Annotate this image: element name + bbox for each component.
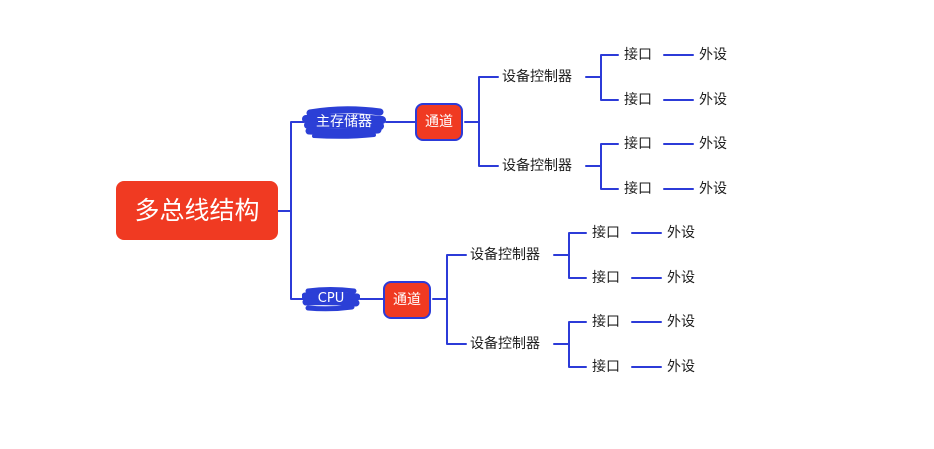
channel-node[interactable]: 通道 bbox=[415, 103, 463, 141]
device-controller[interactable]: 设备控制器 bbox=[502, 69, 572, 85]
peripheral-node[interactable]: 外设 bbox=[699, 136, 727, 152]
branch-label: CPU bbox=[317, 291, 345, 306]
channel-node[interactable]: 通道 bbox=[383, 281, 431, 319]
interface-node[interactable]: 接口 bbox=[624, 47, 652, 63]
device-controller[interactable]: 设备控制器 bbox=[502, 158, 572, 174]
peripheral-node[interactable]: 外设 bbox=[699, 47, 727, 63]
interface-node[interactable]: 接口 bbox=[592, 225, 620, 241]
interface-node[interactable]: 接口 bbox=[624, 181, 652, 197]
root-topic[interactable]: 多总线结构 bbox=[116, 181, 278, 240]
interface-node[interactable]: 接口 bbox=[592, 314, 620, 330]
interface-node[interactable]: 接口 bbox=[592, 359, 620, 375]
brush-stroke-highlight bbox=[302, 287, 360, 312]
peripheral-node[interactable]: 外设 bbox=[699, 92, 727, 108]
peripheral-node[interactable]: 外设 bbox=[667, 270, 695, 286]
peripheral-node[interactable]: 外设 bbox=[667, 314, 695, 330]
interface-node[interactable]: 接口 bbox=[592, 270, 620, 286]
branch-label: 主存储器 bbox=[316, 114, 372, 130]
device-controller[interactable]: 设备控制器 bbox=[470, 336, 540, 352]
interface-node[interactable]: 接口 bbox=[624, 136, 652, 152]
branch-main-memory[interactable]: 主存储器 bbox=[302, 102, 386, 142]
peripheral-node[interactable]: 外设 bbox=[667, 225, 695, 241]
peripheral-node[interactable]: 外设 bbox=[667, 359, 695, 375]
branch-cpu[interactable]: CPU bbox=[302, 284, 360, 314]
brush-stroke-highlight bbox=[302, 106, 386, 139]
device-controller[interactable]: 设备控制器 bbox=[470, 247, 540, 263]
interface-node[interactable]: 接口 bbox=[624, 92, 652, 108]
peripheral-node[interactable]: 外设 bbox=[699, 181, 727, 197]
